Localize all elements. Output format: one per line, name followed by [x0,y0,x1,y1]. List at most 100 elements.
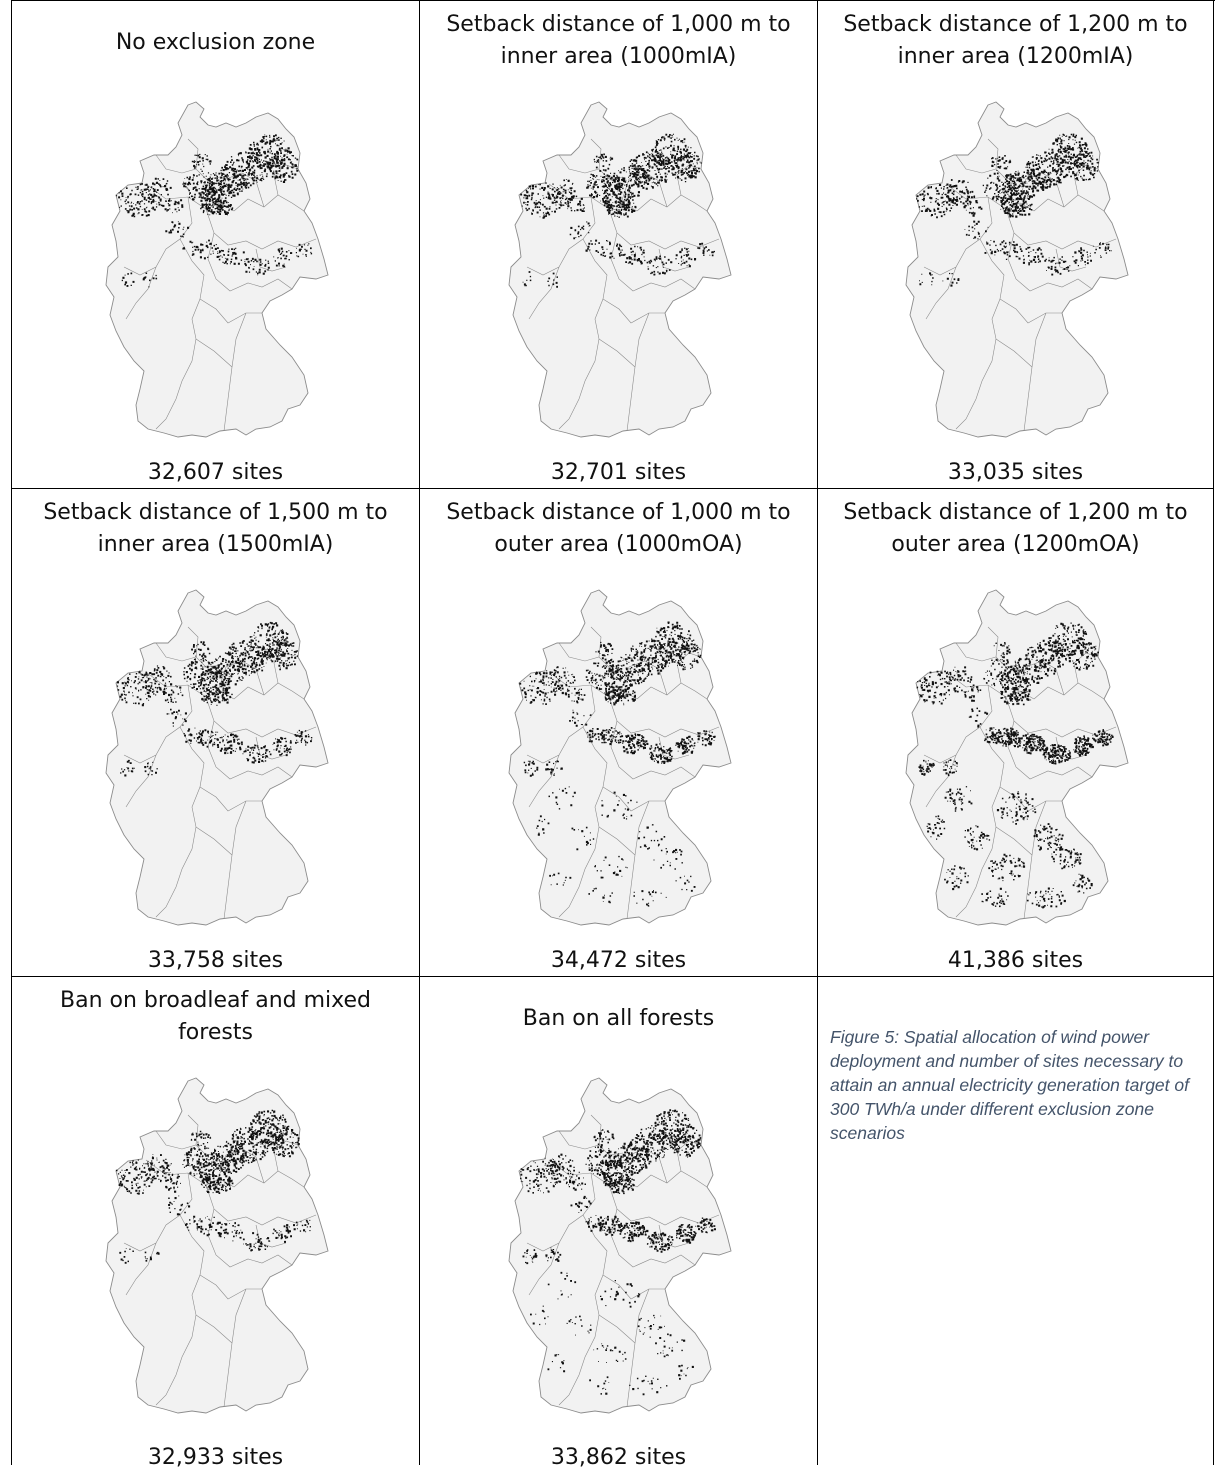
state-border [199,1274,262,1300]
state-border [925,266,957,320]
state-border [526,1172,596,1252]
state-border [602,1274,665,1300]
state-border [620,1148,668,1184]
state-border [145,671,235,700]
scenario-title-line: Setback distance of 1,000 m to [446,500,791,525]
state-border [207,232,293,292]
table-col-divider-2 [817,0,818,1465]
state-border [195,338,233,368]
state-border [125,266,157,320]
state-border [1017,172,1065,208]
state-border [636,194,708,212]
site-count: 32,701 sites [550,460,687,485]
germany-map [508,101,732,438]
state-border [207,1208,293,1268]
scenario-panel: Setback distance of 1,200 m to inner area… [818,1,1213,488]
scenario-title-line: outer area (1200mOA) [891,532,1140,557]
state-border [205,696,317,738]
country-outline [105,1077,329,1414]
wind-site-dots [519,621,716,907]
state-border [199,298,262,324]
country-outline [905,101,1129,438]
scenario-title-line: Setback distance of 1,500 m to [43,500,388,525]
table-border-top [11,0,1215,1]
scenario-title: No exclusion zone [12,27,419,59]
state-border [528,266,560,320]
state-border [123,196,193,276]
state-border [987,626,999,658]
site-count: 34,472 sites [550,948,687,973]
state-border [598,826,636,856]
state-border [590,138,602,170]
figure-caption: Figure 5: Spatial allocation of wind pow… [830,1027,1189,1143]
site-count: 32,607 sites [147,460,284,485]
state-border [125,754,157,808]
scenario-title-line: forests [178,1020,253,1045]
scenario-title: Setback distance of 1,200 m to inner area… [818,9,1213,73]
scenario-title-line: outer area (1000mOA) [494,532,743,557]
state-border [610,720,696,780]
state-border [123,684,193,764]
state-border [145,183,235,212]
state-border [995,826,1033,856]
state-border [1033,682,1105,700]
state-border [608,208,720,250]
state-border [598,1314,636,1344]
state-border [923,196,993,276]
state-border [987,138,999,170]
scenario-panel: Setback distance of 1,000 m to outer area… [420,489,817,976]
site-count: 33,035 sites [947,460,1084,485]
germany-map [905,101,1129,438]
germany-map [508,1077,732,1414]
scenario-title-line: Setback distance of 1,000 m to [446,12,791,37]
site-count: 41,386 sites [947,948,1084,973]
state-border [955,154,1021,180]
state-border [925,754,957,808]
wind-site-dots [520,1109,716,1396]
state-border [608,696,720,738]
table-col-divider-1 [419,0,420,1465]
scenario-title: Setback distance of 1,000 m to inner area… [420,9,817,73]
state-border [123,1172,193,1252]
scenario-title-line: inner area (1500mIA) [97,532,334,557]
germany-map [105,101,329,438]
state-border [187,138,199,170]
state-border [1005,696,1117,738]
state-border [558,1130,624,1156]
state-border [620,660,668,696]
state-border [590,626,602,658]
state-border [195,826,233,856]
state-border [602,298,665,324]
country-outline [508,101,732,438]
country-outline [508,1077,732,1414]
state-border [598,338,636,368]
state-border [233,682,305,700]
scenario-title-line: inner area (1000mIA) [500,44,737,69]
scenario-title-line: Setback distance of 1,200 m to [843,12,1188,37]
state-border [602,786,665,812]
state-border [195,1314,233,1344]
scenario-panel: Setback distance of 1,000 m to inner area… [420,1,817,488]
germany-map [105,589,329,926]
state-border [199,786,262,812]
state-border [528,754,560,808]
state-border [207,720,293,780]
state-border [999,298,1062,324]
scenario-panel: Setback distance of 1,500 m to inner area… [12,489,419,976]
state-border [676,1140,702,1172]
state-border [610,232,696,292]
state-border [610,1208,696,1268]
germany-map [105,1077,329,1414]
state-border [995,338,1033,368]
state-border [526,684,596,764]
scenario-title-line: inner area (1200mIA) [897,44,1134,69]
wind-site-dots [916,622,1114,909]
scenario-title-line: No exclusion zone [115,30,316,55]
state-border [1055,248,1087,272]
scenario-panel: No exclusion zone 32,607 sites [12,1,419,488]
state-border [205,1184,317,1226]
state-border [526,196,596,276]
